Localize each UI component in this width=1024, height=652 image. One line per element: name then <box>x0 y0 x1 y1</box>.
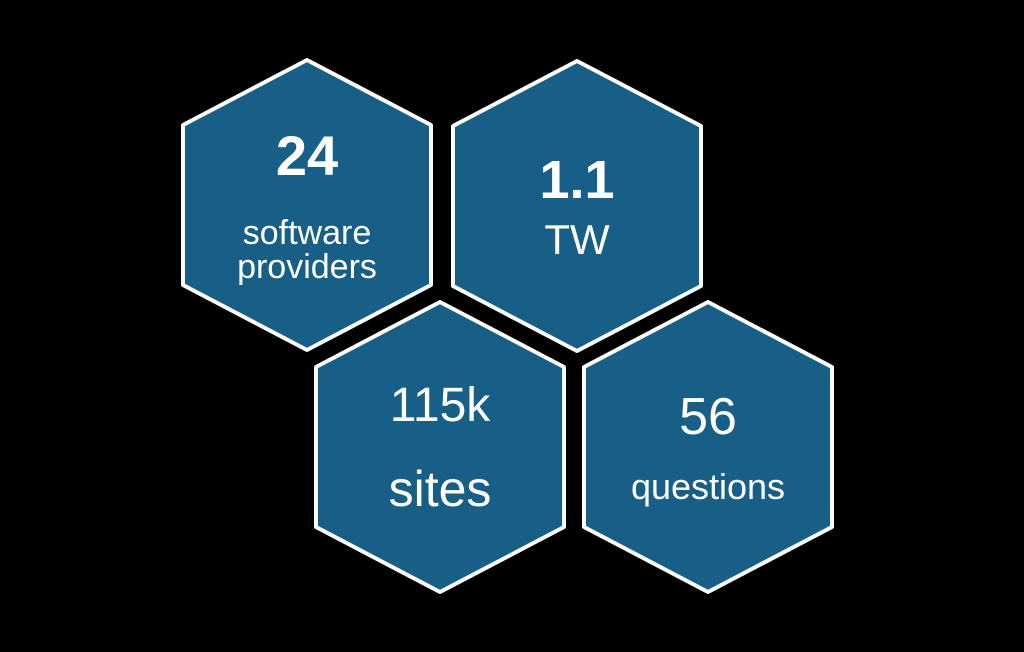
stat-block: 24 software providers <box>181 58 433 354</box>
stat-block: 115k sites <box>314 300 566 596</box>
hexagon-outline <box>181 58 433 352</box>
hexagon-shape <box>181 58 433 352</box>
stat-label: sites <box>388 461 492 517</box>
hexagon-shape <box>314 300 566 594</box>
hexagon-shape <box>582 300 834 594</box>
stat-value: 1.1 <box>539 150 615 210</box>
hexagon-software-providers: 24 software providers <box>181 58 433 354</box>
stat-label: software providers <box>237 214 377 286</box>
stat-block: 1.1 TW <box>451 59 703 355</box>
hexagon-questions: 56 questions <box>582 300 834 596</box>
hexagon-outline <box>314 300 566 594</box>
stat-label: questions <box>630 466 786 507</box>
stat-value: 24 <box>275 124 339 187</box>
hexagon-terawatts: 1.1 TW <box>451 59 703 355</box>
hexagon-shape <box>451 59 703 353</box>
stat-value: 56 <box>679 388 737 446</box>
hexagon-sites: 115k sites <box>314 300 566 596</box>
hexagon-outline <box>582 300 834 594</box>
stat-block: 56 questions <box>582 300 834 596</box>
hexagon-outline <box>451 59 703 353</box>
stat-label: TW <box>544 216 610 263</box>
stat-value: 115k <box>389 379 491 432</box>
